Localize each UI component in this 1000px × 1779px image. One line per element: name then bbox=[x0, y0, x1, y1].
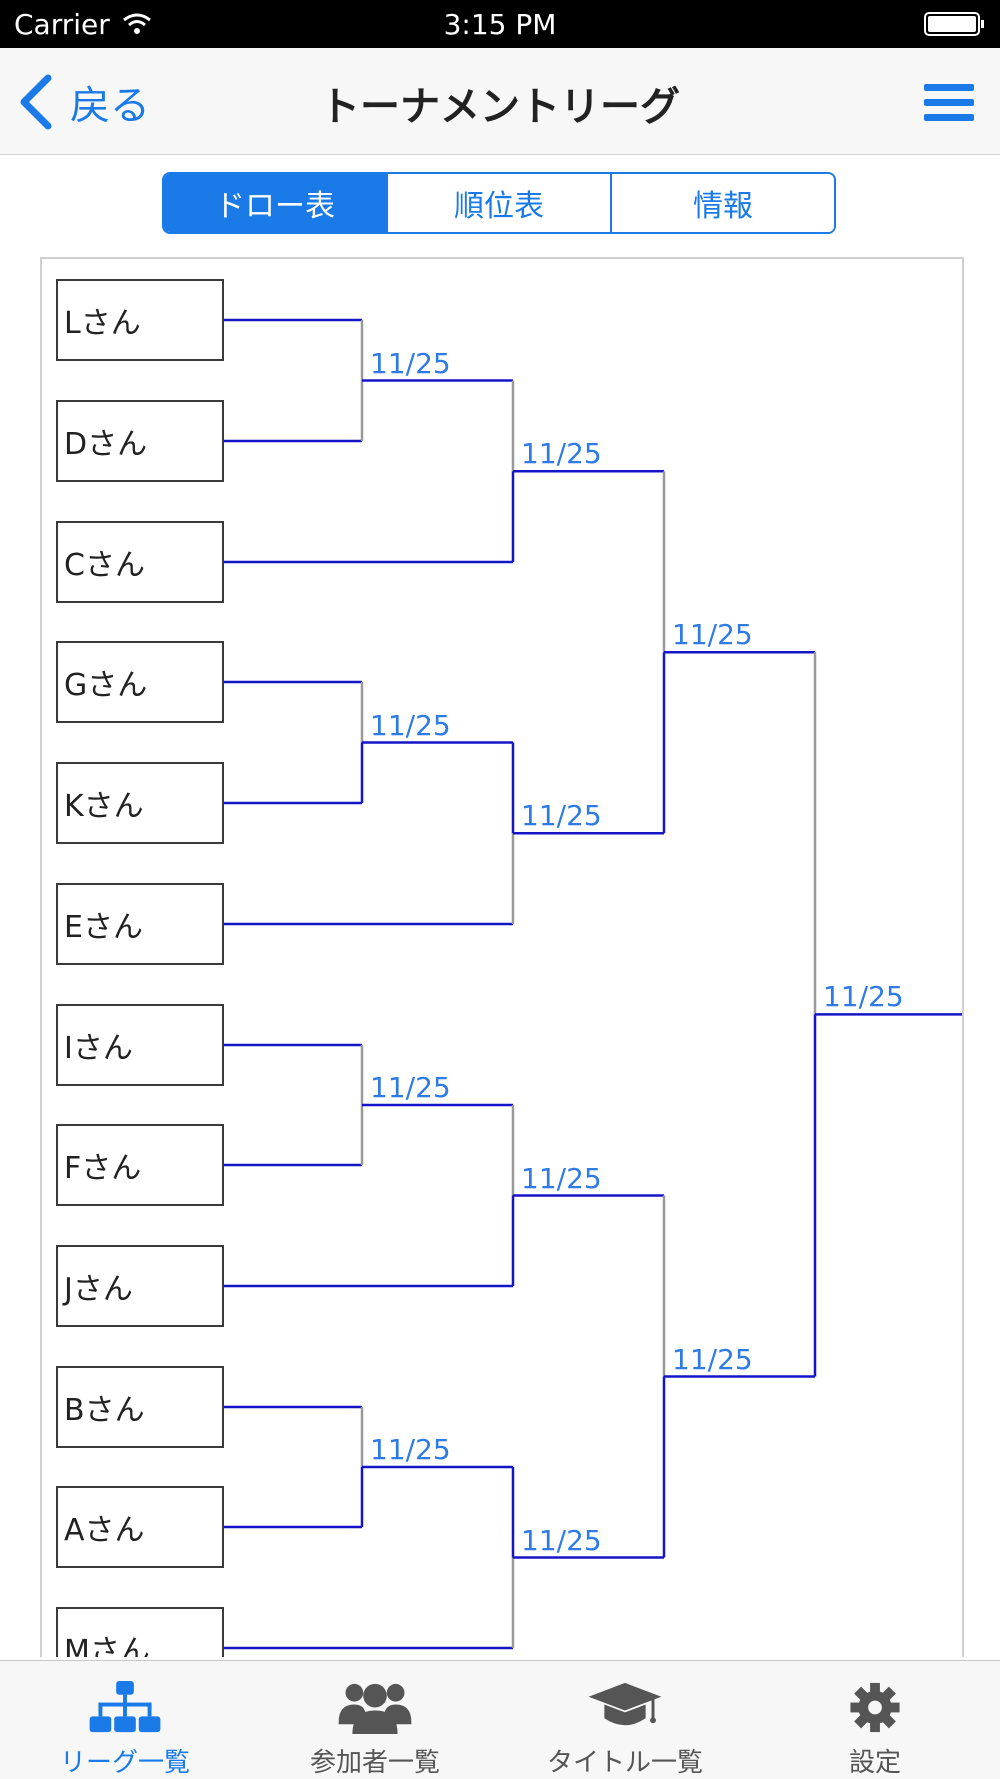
tab-bar: リーグ一覧 参加者一覧 タイトル一覧 bbox=[0, 1660, 1000, 1779]
player-box[interactable]: Fさん bbox=[56, 1124, 224, 1206]
gear-icon bbox=[850, 1682, 900, 1733]
segment-draw[interactable]: ドロー表 bbox=[164, 174, 386, 232]
match-date-label[interactable]: 11/25 bbox=[672, 618, 753, 652]
view-segmented-control: ドロー表 順位表 情報 bbox=[162, 172, 836, 234]
carrier-label: Carrier bbox=[14, 8, 110, 41]
hamburger-menu-icon[interactable] bbox=[924, 82, 974, 124]
player-box[interactable]: Bさん bbox=[56, 1366, 224, 1448]
navigation-bar: 戻る トーナメントリーグ bbox=[0, 48, 1000, 155]
chevron-left-icon bbox=[20, 74, 52, 130]
player-box[interactable]: Aさん bbox=[56, 1486, 224, 1568]
back-label: 戻る bbox=[70, 83, 150, 129]
player-box[interactable]: Mさん bbox=[56, 1607, 224, 1657]
wifi-icon bbox=[123, 13, 151, 34]
tab-label: 参加者一覧 bbox=[309, 1748, 440, 1778]
tab-label: タイトル一覧 bbox=[546, 1748, 703, 1778]
segment-info[interactable]: 情報 bbox=[610, 174, 834, 232]
tab-participants[interactable]: 参加者一覧 bbox=[250, 1661, 500, 1779]
match-date-label[interactable]: 11/25 bbox=[370, 346, 451, 380]
tab-title-list[interactable]: タイトル一覧 bbox=[500, 1661, 750, 1779]
status-time: 3:15 PM bbox=[443, 8, 557, 41]
match-date-label[interactable]: 11/25 bbox=[370, 1433, 451, 1466]
tab-league-list[interactable]: リーグ一覧 bbox=[0, 1661, 250, 1779]
people-icon bbox=[338, 1683, 412, 1735]
back-button[interactable]: 戻る bbox=[18, 72, 150, 132]
tab-settings[interactable]: 設定 bbox=[750, 1661, 1000, 1779]
graduation-cap-icon bbox=[588, 1682, 662, 1726]
player-box[interactable]: Eさん bbox=[56, 883, 224, 965]
player-box[interactable]: Gさん bbox=[56, 641, 224, 723]
match-date-label[interactable]: 11/25 bbox=[823, 980, 904, 1014]
player-box[interactable]: Lさん bbox=[56, 279, 224, 361]
match-date-label[interactable]: 11/25 bbox=[672, 1342, 753, 1376]
status-bar: Carrier 3:15 PM bbox=[0, 0, 1000, 48]
match-date-label[interactable]: 11/25 bbox=[370, 1071, 451, 1104]
match-date-label[interactable]: 11/25 bbox=[521, 1161, 602, 1195]
match-date-label[interactable]: 11/25 bbox=[521, 437, 602, 471]
match-date-label[interactable]: 11/25 bbox=[370, 708, 451, 742]
player-box[interactable]: Cさん bbox=[56, 521, 224, 603]
match-date-label[interactable]: 11/25 bbox=[521, 1523, 602, 1557]
player-box[interactable]: Kさん bbox=[56, 762, 224, 844]
page-title: トーナメントリーグ bbox=[320, 84, 680, 130]
player-box[interactable]: Dさん bbox=[56, 400, 224, 482]
match-date-label[interactable]: 11/25 bbox=[521, 799, 602, 833]
player-box[interactable]: Jさん bbox=[56, 1245, 224, 1327]
hierarchy-icon bbox=[89, 1680, 161, 1733]
bracket-lines bbox=[224, 318, 962, 1650]
player-box[interactable]: Iさん bbox=[56, 1004, 224, 1086]
tab-label: リーグ一覧 bbox=[59, 1748, 190, 1778]
tab-label: 設定 bbox=[848, 1748, 901, 1778]
segment-standings[interactable]: 順位表 bbox=[386, 174, 610, 232]
battery-icon bbox=[924, 12, 984, 36]
tournament-bracket[interactable]: Lさん Dさん Cさん Gさん Kさん Eさん Iさん Fさん Jさん Bさん Aさん Mさん 11/… bbox=[40, 257, 964, 1657]
